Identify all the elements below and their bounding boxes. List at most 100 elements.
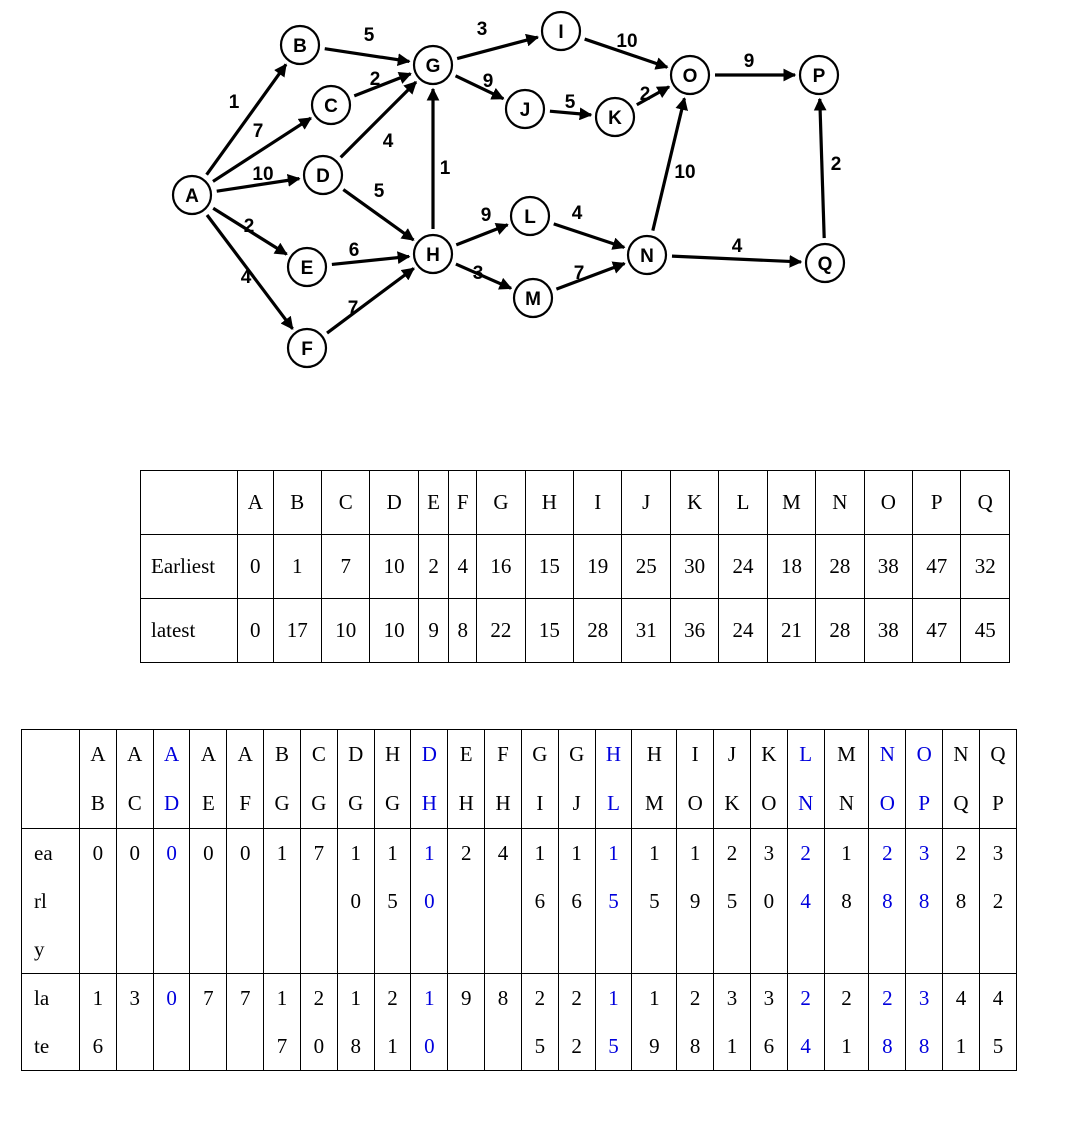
edge-weight-C-G: 2 <box>370 69 381 90</box>
activity-cell: 0 <box>189 828 228 974</box>
event-table-cell: 19 <box>573 534 623 599</box>
event-table-cell: 24 <box>718 598 768 663</box>
event-table-header-cell: N <box>815 470 865 535</box>
node-label-O: O <box>683 66 698 87</box>
edge-weight-B-G: 5 <box>364 25 375 46</box>
node-D <box>302 154 344 196</box>
node-F <box>286 327 328 369</box>
edge-K-O <box>636 85 671 107</box>
event-table-cell: 30 <box>669 534 720 599</box>
event-table-cell: 0 <box>237 534 274 599</box>
node-J <box>504 88 546 130</box>
event-table-cell: 24 <box>718 534 768 599</box>
node-label-D: D <box>316 166 330 187</box>
edge-weight-Q-P: 2 <box>831 154 842 175</box>
event-table-cell: 8 <box>448 598 478 663</box>
edge-H-L <box>455 222 509 247</box>
event-table-cell: 38 <box>863 598 914 663</box>
activity-cell: 0 <box>115 828 154 974</box>
event-table-cell: 15 <box>524 534 575 599</box>
event-table-header-cell: M <box>766 470 817 535</box>
edge-F-H <box>326 267 415 335</box>
node-label-G: G <box>426 56 441 77</box>
event-table-cell: 2 <box>417 534 450 599</box>
event-table-header-cell: H <box>524 470 575 535</box>
activity-cell: 7 <box>299 828 338 974</box>
edge-B-G <box>324 47 411 67</box>
activity-cell: 2 <box>447 828 486 974</box>
event-table-cell: 10 <box>369 534 419 599</box>
activity-cell: 7 <box>189 973 228 1071</box>
edge-weight-A-C: 7 <box>253 121 264 142</box>
edge-weight-N-O: 10 <box>674 162 695 183</box>
node-label-C: C <box>324 96 338 117</box>
edge-weight-H-L: 9 <box>481 205 492 226</box>
node-A <box>171 174 213 216</box>
event-table-cell: 47 <box>912 598 962 663</box>
node-O <box>669 54 711 96</box>
edge-A-F <box>205 214 294 330</box>
event-table-cell: 25 <box>621 534 671 599</box>
edge-weight-A-F: 4 <box>241 267 252 288</box>
edge-weight-D-H: 5 <box>374 181 385 202</box>
edge-weight-G-J: 9 <box>483 71 494 92</box>
event-table-cell: 15 <box>524 598 575 663</box>
edge-I-O <box>584 37 669 70</box>
edge-weight-A-B: 1 <box>229 92 240 113</box>
edge-weight-F-H: 7 <box>348 298 359 319</box>
activity-cell: 0 <box>152 828 191 974</box>
node-label-N: N <box>640 246 654 267</box>
edge-weight-J-K: 5 <box>565 92 576 113</box>
event-table-cell: 0 <box>237 598 274 663</box>
event-table-header-cell: J <box>621 470 671 535</box>
event-table-header-cell: Q <box>960 470 1010 535</box>
edge-A-C <box>212 116 312 183</box>
activity-cell: 8 <box>484 973 522 1071</box>
edge-C-G <box>353 72 412 98</box>
node-label-A: A <box>185 186 199 207</box>
event-table-cell: 21 <box>766 598 817 663</box>
edge-weight-I-O: 10 <box>616 31 637 52</box>
event-table-cell: 18 <box>766 534 817 599</box>
node-L <box>509 195 551 237</box>
node-label-K: K <box>608 108 622 129</box>
edge-weight-H-G: 1 <box>440 158 451 179</box>
event-table-row-label: Earliest <box>140 534 238 599</box>
edge-weight-K-O: 2 <box>640 84 651 105</box>
activity-cell: 4 <box>484 828 522 974</box>
